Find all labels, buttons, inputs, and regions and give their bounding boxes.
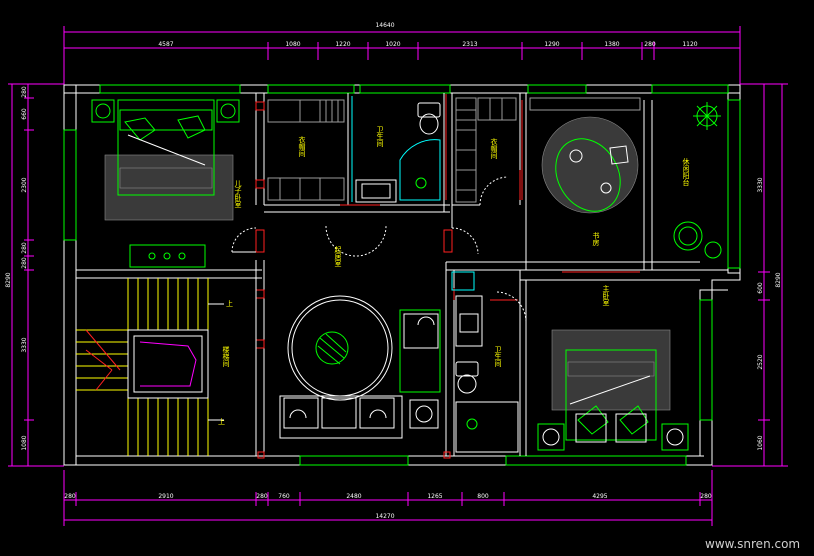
left-overall-dim: 8290	[5, 272, 12, 287]
top-dim-5: 2313	[462, 41, 477, 48]
stair-up-mark-1: 上	[226, 299, 233, 308]
top-dim-9: 1120	[682, 41, 697, 48]
right-dim-2: 600	[757, 282, 764, 294]
bottom-dim-2: 2910	[158, 493, 173, 500]
left-dimensions: 8290 280 660 2300 280 280 3330 1080	[5, 83, 64, 467]
bottom-overall-dim: 14270	[375, 513, 394, 520]
right-overall-dim: 8290	[775, 272, 782, 287]
closet-1: 衣帽间	[267, 99, 345, 201]
bottom-dim-6: 1265	[427, 493, 442, 500]
room-label-bedroom-right: 主卧室	[602, 284, 610, 306]
left-bedroom-furniture: 儿子卧室	[91, 99, 242, 268]
bathroom-1: 卫生间	[351, 96, 441, 203]
bottom-dim-3: 280	[256, 493, 268, 500]
door-jambs	[255, 94, 640, 459]
left-dim-1: 280	[21, 86, 28, 98]
bottom-dim-9: 280	[700, 493, 712, 500]
windows	[63, 84, 741, 466]
watermark: www.snren.com	[705, 537, 800, 551]
study: 书房	[529, 97, 641, 247]
room-label-corridor: 起居室	[334, 246, 342, 267]
right-bedroom-furniture: 主卧室	[537, 284, 689, 451]
bottom-dim-7: 800	[477, 493, 489, 500]
stair-up-mark-2: 上	[218, 417, 225, 426]
bottom-dim-1: 280	[64, 493, 76, 500]
top-dim-3: 1220	[335, 41, 350, 48]
room-label-bath-2: 卫生间	[494, 346, 502, 368]
top-overall-dim: 14640	[375, 22, 394, 29]
door-swings	[231, 176, 527, 323]
room-label-study: 书房	[592, 231, 600, 247]
left-dim-6: 3330	[21, 337, 28, 352]
right-dimensions: 3330 600 2520 1060 8290	[712, 83, 788, 467]
right-dim-3: 2520	[757, 354, 764, 369]
room-label-bedroom-left: 儿子卧室	[234, 180, 242, 208]
bottom-dim-4: 760	[278, 493, 290, 500]
closet-2: 衣帽间	[455, 97, 517, 203]
top-dim-8: 280	[644, 41, 656, 48]
room-label-closet-1: 衣帽间	[298, 135, 306, 158]
room-label-bath-1: 卫生间	[376, 126, 384, 148]
living-area: 起居室	[279, 246, 441, 439]
room-label-closet-2: 衣帽间	[490, 137, 498, 160]
bottom-dim-5: 2480	[346, 493, 361, 500]
top-dim-7: 1380	[604, 41, 619, 48]
left-dim-5: 280	[21, 257, 28, 269]
left-dim-3: 2300	[21, 177, 28, 192]
balcony: 休闲阳台	[673, 102, 722, 259]
room-label-stair: 楼梯间	[222, 345, 230, 368]
right-dim-4: 1060	[757, 435, 764, 450]
stair: 上 上 楼梯间	[75, 277, 257, 457]
bottom-dim-8: 4295	[592, 493, 607, 500]
top-dim-2: 1080	[285, 41, 300, 48]
left-dim-7: 1080	[21, 435, 28, 450]
top-dim-4: 1020	[385, 41, 400, 48]
top-dimensions: 14640 4587 1080 1220 1020 2313 1290 1380…	[63, 22, 741, 86]
top-dim-6: 1290	[544, 41, 559, 48]
interior-walls	[76, 93, 728, 456]
right-dim-1: 3330	[757, 177, 764, 192]
bathroom-2: 卫生间	[451, 271, 519, 453]
top-dim-1: 4587	[158, 41, 173, 48]
left-dim-4: 280	[21, 242, 28, 254]
bottom-dimensions: 280 2910 280 760 2480 1265 800 4295 280 …	[63, 470, 713, 526]
room-label-balcony: 休闲阳台	[682, 157, 690, 187]
left-dim-2: 660	[21, 108, 28, 120]
